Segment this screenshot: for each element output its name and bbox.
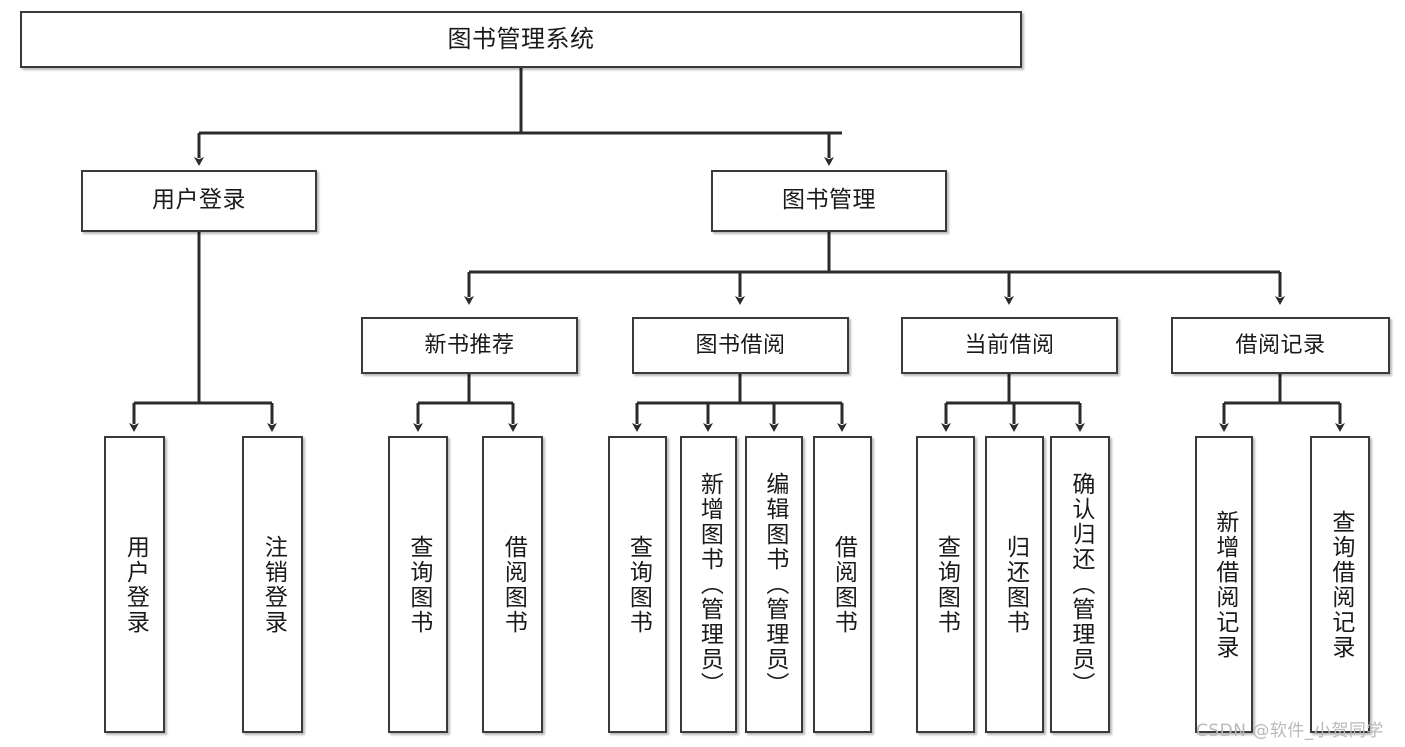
node-book-borrow[interactable]: 图书借阅 [632, 317, 849, 374]
node-label: 确认归还（管理员） [1067, 472, 1094, 697]
node-leaf-query-book-2[interactable]: 查询图书 [608, 436, 667, 733]
node-label: 借阅图书 [830, 534, 857, 635]
node-leaf-return-book[interactable]: 归还图书 [985, 436, 1044, 733]
node-label: 用户登录 [152, 187, 246, 214]
node-leaf-borrow-book-1[interactable]: 借阅图书 [482, 436, 543, 733]
node-leaf-borrow-book-2[interactable]: 借阅图书 [813, 436, 872, 733]
node-leaf-query-book-1[interactable]: 查询图书 [388, 436, 448, 733]
node-label: 查询图书 [405, 534, 432, 635]
node-label: 借阅图书 [500, 534, 527, 635]
node-leaf-user-logout[interactable]: 注销登录 [242, 436, 303, 733]
node-label: 查询借阅记录 [1327, 509, 1354, 660]
node-label: 查询图书 [933, 534, 960, 635]
node-label: 用户登录 [122, 534, 149, 635]
node-label: 查询图书 [625, 534, 652, 635]
node-label: 图书管理系统 [447, 25, 595, 54]
node-label: 注销登录 [260, 534, 287, 635]
node-leaf-query-book-3[interactable]: 查询图书 [916, 436, 975, 733]
node-label: 图书管理 [782, 187, 876, 214]
node-label: 新增图书（管理员） [696, 472, 723, 697]
node-label: 借阅记录 [1235, 332, 1326, 358]
node-leaf-edit-book[interactable]: 编辑图书（管理员） [745, 436, 803, 733]
node-label: 当前借阅 [964, 332, 1055, 358]
node-label: 编辑图书（管理员） [761, 472, 788, 697]
node-leaf-confirm-return[interactable]: 确认归还（管理员） [1050, 436, 1110, 733]
node-borrow-record[interactable]: 借阅记录 [1171, 317, 1390, 374]
node-book-management[interactable]: 图书管理 [711, 170, 947, 232]
node-leaf-query-record[interactable]: 查询借阅记录 [1310, 436, 1370, 733]
node-root-system[interactable]: 图书管理系统 [20, 11, 1022, 68]
node-leaf-add-book[interactable]: 新增图书（管理员） [680, 436, 737, 733]
node-current-borrow[interactable]: 当前借阅 [901, 317, 1118, 374]
watermark: CSDN @软件_小贺同学 [1196, 721, 1384, 741]
node-label: 新书推荐 [424, 332, 515, 358]
node-user-login[interactable]: 用户登录 [81, 170, 317, 232]
node-leaf-add-record[interactable]: 新增借阅记录 [1195, 436, 1253, 733]
node-label: 新增借阅记录 [1211, 509, 1238, 660]
node-label: 图书借阅 [695, 332, 786, 358]
node-new-book-recommend[interactable]: 新书推荐 [361, 317, 578, 374]
node-label: 归还图书 [1002, 534, 1029, 635]
node-leaf-user-login[interactable]: 用户登录 [104, 436, 165, 733]
